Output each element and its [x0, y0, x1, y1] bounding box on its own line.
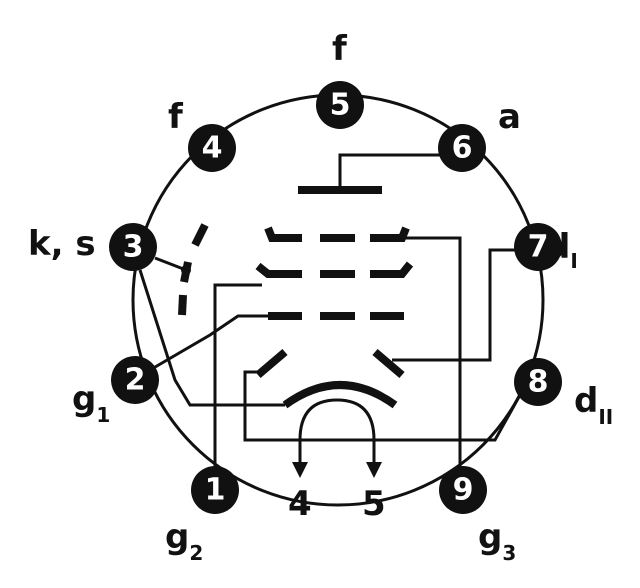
pin-2: 2 [111, 356, 159, 404]
pin-5: 5 [316, 81, 364, 129]
heater-label-left: 4 [288, 484, 312, 524]
pin-3: 3 [109, 223, 157, 271]
pin-8-label: dII [574, 381, 613, 429]
cathode [138, 269, 398, 409]
pin-2-label: g1 [72, 379, 110, 427]
svg-text:8: 8 [528, 365, 549, 400]
pin-6: 6 [438, 124, 486, 172]
heater: 4 5 [288, 398, 386, 524]
svg-text:5: 5 [330, 88, 351, 123]
deflection-plate-1 [243, 348, 522, 442]
grid-2 [213, 261, 414, 470]
deflection-plate-2 [372, 248, 515, 379]
pin-8: 8 [514, 358, 562, 406]
pin-4-label: f [168, 97, 184, 137]
shield [154, 223, 209, 316]
pin-1: 1 [191, 466, 239, 514]
svg-text:4: 4 [202, 131, 223, 166]
pin-7: 7 [514, 223, 562, 271]
grid-3 [264, 226, 462, 470]
svg-text:9: 9 [453, 473, 474, 508]
svg-text:2: 2 [125, 363, 146, 398]
svg-text:3: 3 [123, 230, 144, 265]
anode [298, 153, 440, 194]
pin-4: 4 [188, 124, 236, 172]
pin-3-label: k, s [28, 224, 96, 264]
pin-9-label: g3 [478, 517, 516, 565]
grid-1 [149, 312, 404, 372]
pin-5-label: f [332, 29, 348, 69]
pin-1-label: g2 [165, 517, 203, 565]
heater-label-right: 5 [362, 484, 386, 524]
svg-text:1: 1 [205, 473, 226, 508]
pin-6-label: a [498, 97, 521, 137]
svg-text:6: 6 [452, 131, 473, 166]
pin-9: 9 [439, 466, 487, 514]
pin-7-label: dI [546, 227, 578, 273]
svg-text:7: 7 [528, 230, 549, 265]
